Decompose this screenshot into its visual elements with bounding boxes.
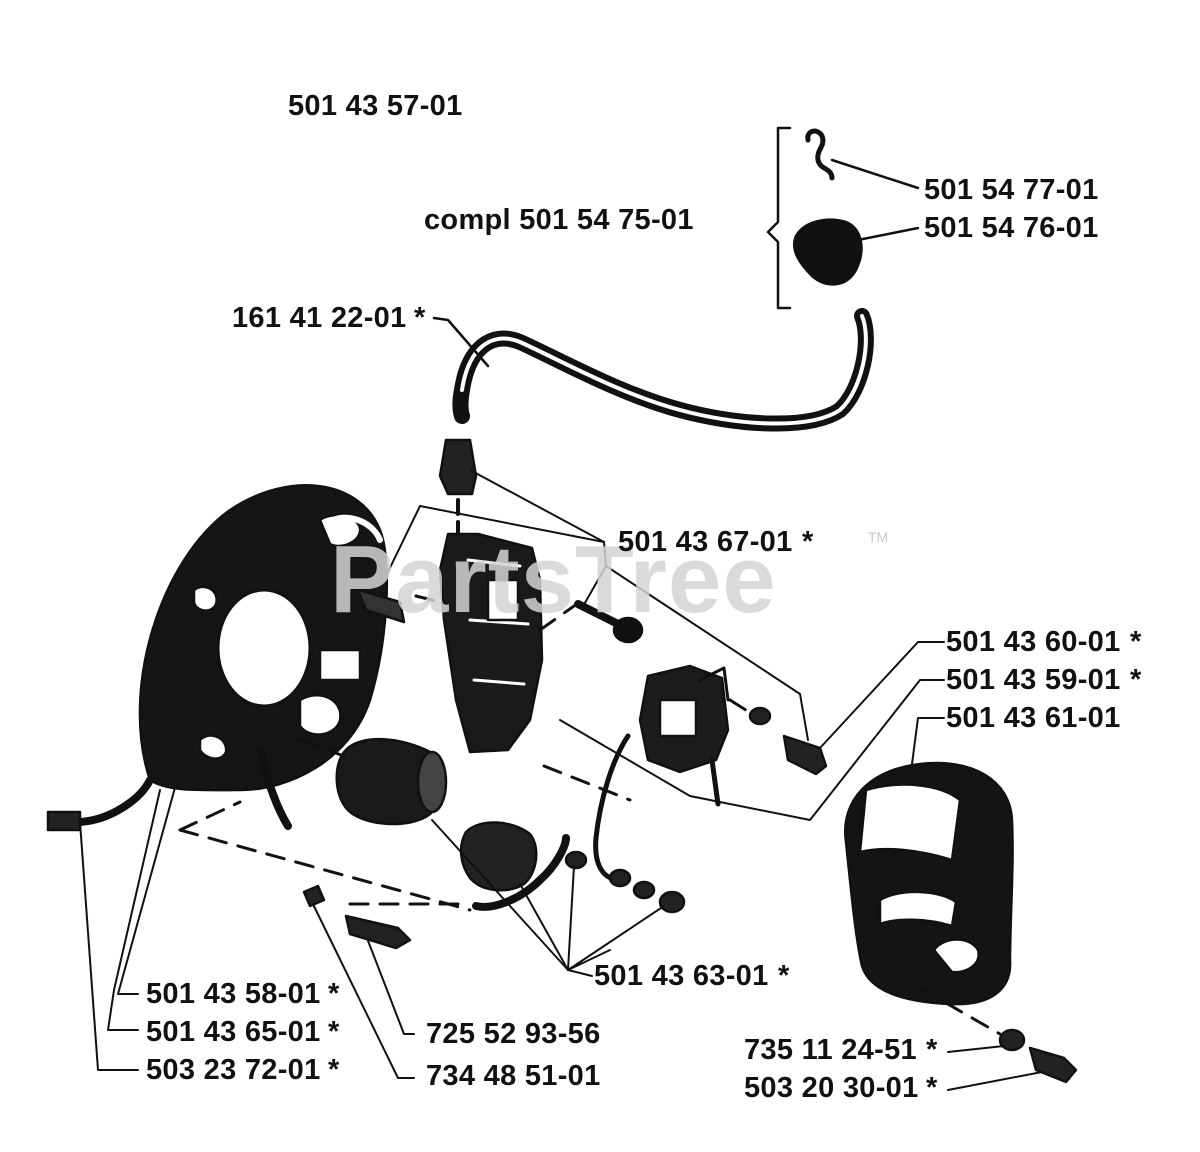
connector-block-part <box>459 821 538 892</box>
label-bottom-bolt: 503 20 30-01 <box>744 1072 919 1104</box>
label-main-assembly: 501 43 57-01 <box>288 90 463 122</box>
capacitor-part <box>335 738 444 826</box>
lower-wire-part <box>472 834 570 911</box>
label-plug-cap: 501 54 76-01 <box>924 212 1099 244</box>
lower-screw-part <box>344 914 412 950</box>
asterisk-part-60: * <box>1130 626 1142 658</box>
asterisk-part-58: * <box>328 978 340 1010</box>
asterisk-part-59: * <box>1130 664 1142 696</box>
bottom-washer-part <box>998 1028 1026 1052</box>
asterisk-bottom-bolt: * <box>926 1072 938 1104</box>
stator-wire-part <box>48 776 154 826</box>
coil-screw-part <box>574 600 622 628</box>
label-washer: 725 52 93-56 <box>426 1018 601 1050</box>
bottom-bolt-part <box>1028 1046 1078 1084</box>
label-part-61: 501 43 61-01 <box>946 702 1121 734</box>
label-complete-kit: compl 501 54 75-01 <box>424 204 694 236</box>
leader-ignition-lead <box>432 316 490 368</box>
washer-part <box>748 706 772 726</box>
label-part-59: 501 43 59-01 <box>946 664 1121 696</box>
label-part-63: 501 43 63-01 <box>594 960 769 992</box>
leader-plug-cap <box>856 226 920 242</box>
trademark-mark: TM <box>868 529 889 545</box>
label-part-65: 501 43 65-01 <box>146 1016 321 1048</box>
kit-bracket <box>766 126 792 310</box>
leader-spring-clip <box>830 158 920 190</box>
label-part-60: 501 43 60-01 <box>946 626 1121 658</box>
label-ignition-lead: 161 41 22-01 <box>232 302 407 334</box>
asterisk-part-72: * <box>328 1054 340 1086</box>
label-bottom-washer: 735 11 24-51 <box>744 1034 917 1066</box>
label-coil-screws: 501 43 67-01 <box>618 526 793 558</box>
asterisk-part-65: * <box>328 1016 340 1048</box>
asterisk-coil-screws: * <box>802 526 814 558</box>
stator-pin-part <box>356 588 406 624</box>
watermark: PartsTree <box>330 526 777 633</box>
spring-clip-part <box>805 128 835 181</box>
lead-boot-part <box>438 438 478 496</box>
plug-cap-part <box>793 218 863 286</box>
asterisk-part-63: * <box>778 960 790 992</box>
bolt-part <box>782 734 828 776</box>
ignition-lead-part <box>452 308 874 432</box>
asterisk-ignition-lead: * <box>414 302 426 334</box>
label-part-58: 501 43 58-01 <box>146 978 321 1010</box>
asterisk-bottom-washer: * <box>926 1034 938 1066</box>
label-screw: 734 48 51-01 <box>426 1060 601 1092</box>
label-spring-clip: 501 54 77-01 <box>924 174 1099 206</box>
label-part-72: 503 23 72-01 <box>146 1054 321 1086</box>
